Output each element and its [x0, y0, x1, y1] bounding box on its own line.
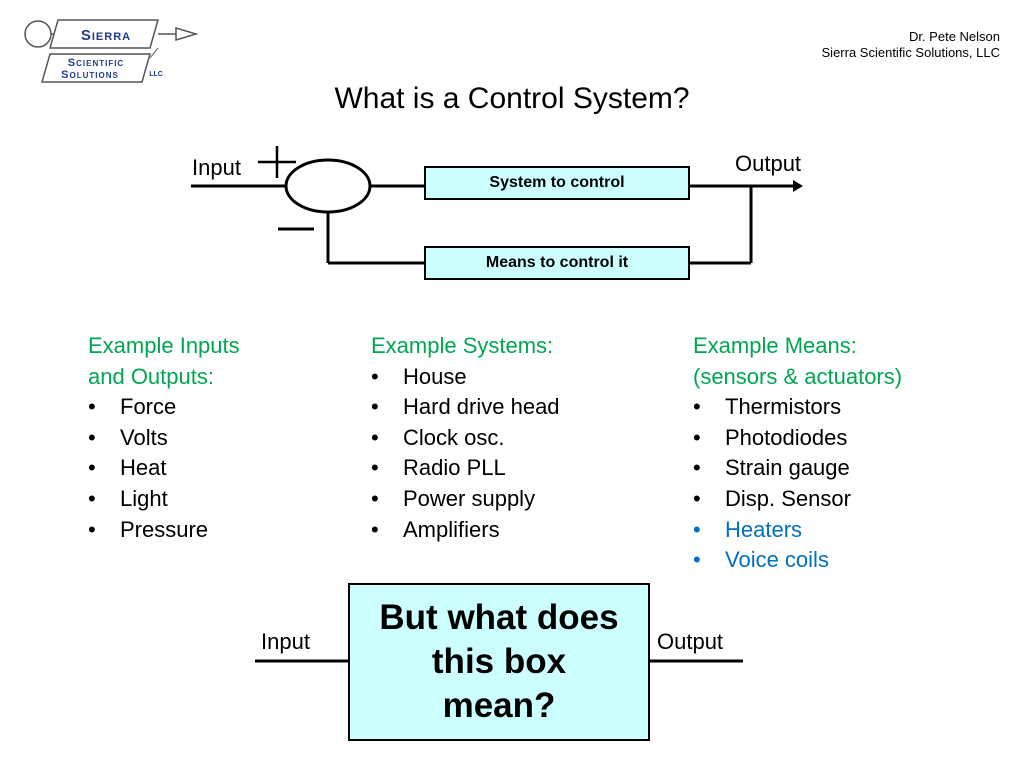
author-name: Dr. Pete Nelson	[908, 29, 1000, 44]
list-item: •Power supply	[371, 485, 536, 511]
systems-list: •House •Hard drive head •Clock osc. •Rad…	[371, 362, 560, 546]
means-list: •Thermistors •Photodiodes •Strain gauge …	[693, 392, 902, 576]
list-item: •Amplifiers	[371, 516, 500, 542]
system-box-label: System to control	[489, 174, 625, 191]
mystery-box-line3: mean?	[442, 686, 556, 725]
list-item: •Thermistors	[693, 394, 842, 420]
inputs-list: •Force •Volts •Heat •Light •Pressure	[88, 392, 240, 545]
list-item: •Force	[88, 394, 177, 420]
mystery-box: But what does this box mean?	[348, 583, 650, 741]
means-to-control-box: Means to control it	[424, 246, 690, 280]
example-systems-column: Example Systems: •House •Hard drive head…	[371, 331, 560, 545]
list-item: •House	[371, 363, 467, 389]
logo-line3: Solutions	[61, 69, 119, 81]
inputs-header-line1: Example Inputs	[88, 333, 240, 358]
mystery-box-line2: this box	[431, 642, 567, 681]
sierra-logo: Sierra Scientific Solutions LLC	[18, 14, 208, 91]
diagram-input-label: Input	[192, 155, 241, 180]
logo-llc: LLC	[149, 71, 163, 78]
list-item: •Clock osc.	[371, 424, 505, 450]
diagram-output-label: Output	[735, 151, 802, 176]
list-item: •Volts	[88, 424, 168, 450]
means-box-label: Means to control it	[485, 254, 629, 271]
mystery-box-line1: But what does	[379, 598, 619, 637]
list-item: •Heaters	[693, 516, 803, 542]
systems-header: Example Systems:	[371, 333, 554, 358]
inputs-header-line2: and Outputs:	[88, 363, 214, 389]
example-inputs-column: Example Inputs and Outputs: •Force •Volt…	[88, 331, 240, 545]
logo-line1: Sierra	[81, 27, 131, 44]
list-item: •Pressure	[88, 516, 209, 542]
example-means-column: Example Means: (sensors & actuators) •Th…	[693, 331, 902, 576]
page-title: What is a Control System?	[334, 82, 690, 115]
logo-line2: Scientific	[68, 57, 124, 69]
bottom-input-label: Input	[261, 629, 310, 654]
list-item: •Voice coils	[693, 547, 829, 573]
author-company: Sierra Scientific Solutions, LLC	[821, 45, 1000, 60]
means-header-line2: (sensors & actuators)	[693, 363, 903, 389]
list-item: •Hard drive head	[371, 394, 560, 420]
list-item: •Light	[88, 485, 168, 511]
list-item: •Heat	[88, 455, 167, 481]
list-item: •Radio PLL	[371, 455, 506, 481]
means-header-line1: Example Means:	[693, 333, 857, 358]
list-item: •Photodiodes	[693, 424, 848, 450]
list-item: •Disp. Sensor	[693, 485, 851, 511]
bottom-output-label: Output	[657, 629, 724, 654]
list-item: •Strain gauge	[693, 455, 850, 481]
system-to-control-box: System to control	[424, 166, 690, 200]
